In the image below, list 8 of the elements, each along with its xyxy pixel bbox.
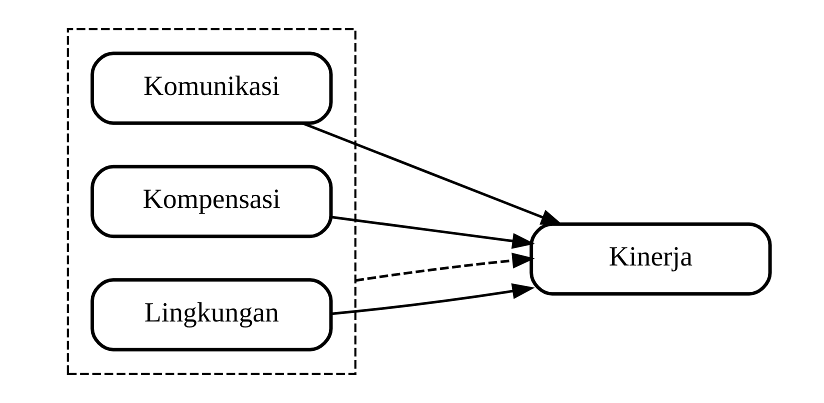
node-box: Kompensasi — [90, 164, 333, 238]
arrow — [331, 283, 535, 316]
cluster — [66, 28, 356, 376]
node-box: Kinerja — [530, 222, 772, 296]
node-box: Lingkungan — [90, 278, 333, 352]
arrow — [331, 216, 535, 249]
arrow — [355, 252, 535, 282]
node-box: Komunikasi — [90, 52, 333, 125]
